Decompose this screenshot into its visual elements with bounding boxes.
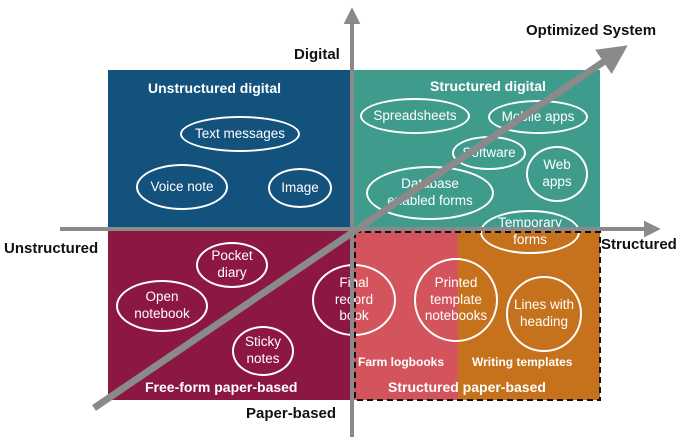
title-unstructured-digital: Unstructured digital: [148, 80, 282, 96]
axis-label-unstructured: Unstructured: [4, 240, 99, 257]
title-structured-digital: Structured digital: [430, 78, 546, 94]
bubble-open-notebook: Open notebook: [116, 280, 208, 332]
bubble-pocket-diary: Pocket diary: [196, 242, 268, 288]
bubble-temporary-forms: Temporary forms: [480, 210, 580, 254]
label-optimized-system: Optimized System: [526, 22, 657, 39]
bubble-lines-with-heading: Lines with heading: [506, 276, 582, 352]
bubble-image: Image: [268, 168, 332, 208]
axis-label-digital: Digital: [294, 46, 340, 63]
bubble-web-apps: Web apps: [526, 146, 588, 202]
bubble-printed-template-notebooks: Printed template notebooks: [414, 258, 498, 342]
bubble-voice-note: Voice note: [136, 164, 228, 210]
bubble-text-messages: Text messages: [180, 116, 300, 152]
bubble-spreadsheets: Spreadsheets: [360, 98, 470, 134]
title-free-form-paper: Free-form paper-based: [145, 379, 298, 395]
title-structured-paper: Structured paper-based: [388, 379, 546, 395]
axis-label-structured: Structured: [601, 236, 677, 253]
axis-label-paper-based: Paper-based: [246, 405, 337, 422]
bubble-software: Software: [452, 136, 526, 170]
bubble-mobile-apps: Mobile apps: [488, 100, 588, 134]
label-farm-logbooks: Farm logbooks: [358, 355, 445, 369]
bubble-final-record-book: Final record book: [312, 264, 396, 336]
bubble-sticky-notes: Sticky notes: [232, 326, 294, 376]
label-writing-templates: Writing templates: [472, 355, 573, 369]
bubble-database-enabled-forms: Database enabled forms: [366, 166, 494, 220]
